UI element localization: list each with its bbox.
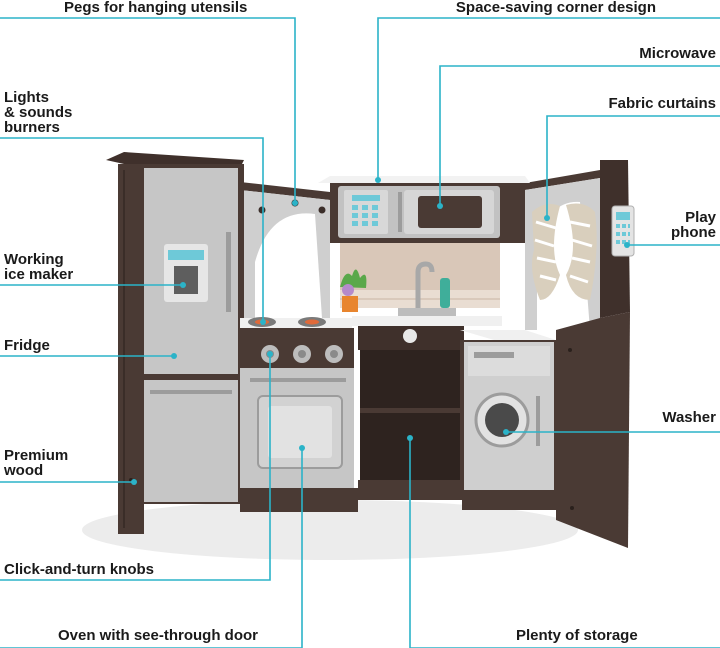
label-storage: Plenty of storage [516, 627, 638, 644]
label-oven: Oven with see-through door [58, 627, 259, 644]
callout-corner [377, 17, 720, 180]
storage-cabinet [352, 316, 502, 500]
label-icemaker-line1: Working [4, 251, 64, 268]
play-phone [611, 205, 635, 257]
callout-microwave [439, 65, 720, 206]
label-phone-line1: Play [685, 209, 716, 226]
label-premium-wood: Premium wood [4, 448, 68, 478]
label-pegs: Pegs for hanging utensils [64, 0, 248, 16]
label-ice-maker: Working ice maker [4, 252, 73, 282]
label-fabric-curtains: Fabric curtains [608, 95, 716, 112]
callout-dots [131, 177, 630, 485]
callout-knobs [0, 354, 271, 581]
microwave-hutch [318, 176, 530, 243]
callout-burners [0, 137, 264, 322]
fabric-curtains [532, 203, 597, 300]
label-fridge: Fridge [4, 337, 50, 354]
label-burners-line2: & sounds [4, 104, 73, 121]
label-wood-line1: Premium [4, 447, 69, 464]
stove-oven [240, 317, 358, 512]
label-play-phone: Play phone [671, 210, 716, 240]
floor-shadow [82, 500, 578, 560]
potted-plant [340, 269, 367, 312]
label-burners-line1: Lights [4, 89, 49, 106]
label-microwave: Microwave [639, 45, 716, 62]
label-burners: Lights & sounds burners [4, 90, 72, 135]
callout-oven [0, 448, 303, 648]
label-wood-line2: wood [4, 462, 44, 479]
callout-pegs [0, 17, 296, 203]
fridge [106, 152, 244, 534]
label-phone-line2: phone [671, 224, 716, 241]
label-corner-design: Space-saving corner design [455, 0, 656, 16]
label-burners-line3: burners [4, 119, 60, 136]
washer-unit [460, 330, 558, 510]
label-icemaker-line2: ice maker [4, 266, 74, 283]
callout-storage [409, 438, 720, 648]
callout-curtains [546, 115, 720, 218]
sink-faucet [398, 261, 456, 316]
label-knobs: Click-and-turn knobs [4, 561, 155, 578]
label-washer: Washer [662, 409, 716, 426]
callout-lines [0, 17, 720, 648]
